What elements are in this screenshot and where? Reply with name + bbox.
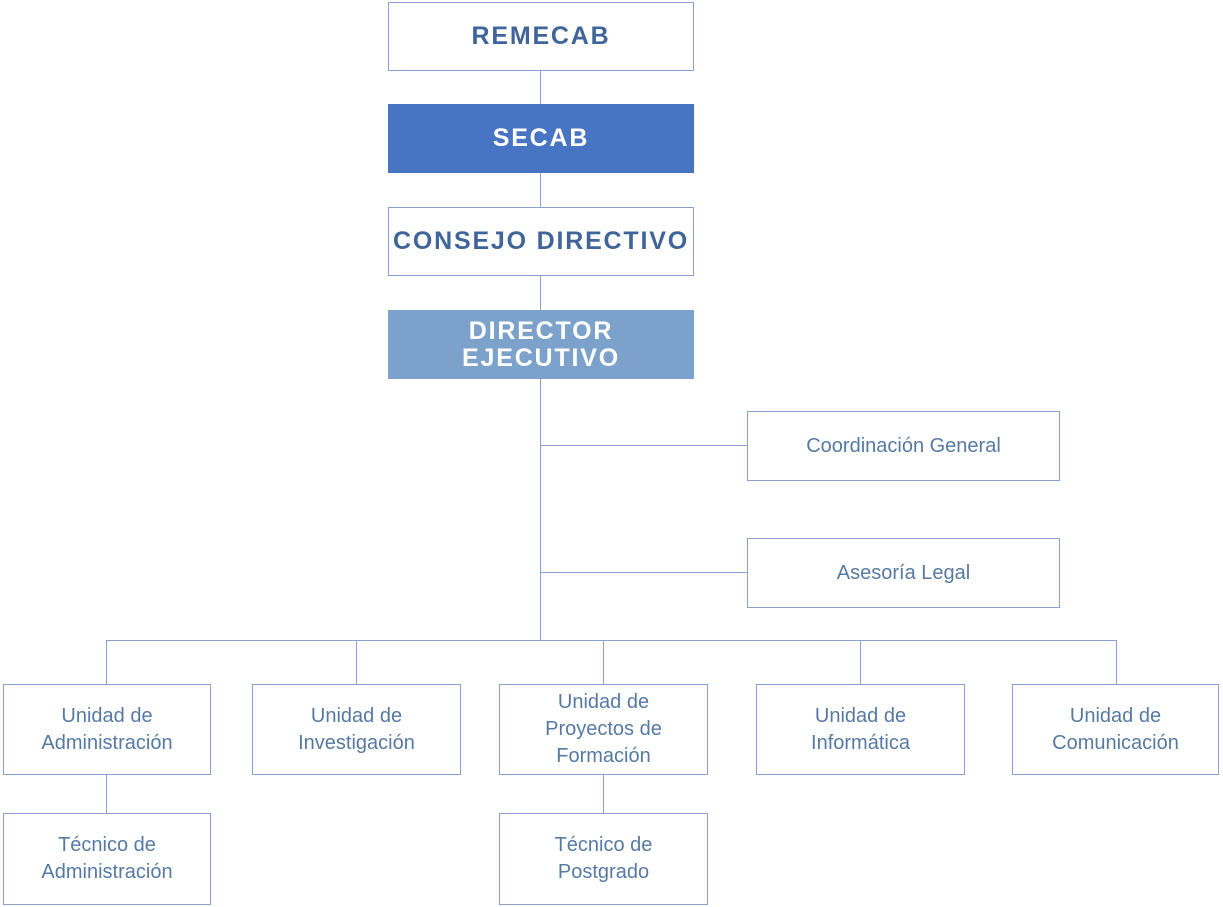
- connector-coordinacion: [540, 445, 747, 446]
- org-node-asesoria-legal: Asesoría Legal: [747, 538, 1060, 608]
- org-node-consejo-directivo: CONSEJO DIRECTIVO: [388, 207, 694, 276]
- org-node-secab: SECAB: [388, 104, 694, 173]
- connector-stub-u-admin: [106, 640, 107, 684]
- org-node-tecnico-postgrado: Técnico de Postgrado: [499, 813, 708, 905]
- org-node-unidad-proyectos-formacion: Unidad de Proyectos de Formación: [499, 684, 708, 775]
- connector-stub-u-comun: [1116, 640, 1117, 684]
- org-node-director-ejecutivo: DIRECTOR EJECUTIVO: [388, 310, 694, 379]
- connector-stub-u-inform: [860, 640, 861, 684]
- connector-asesoria: [540, 572, 747, 573]
- connector-units-rail: [106, 640, 1117, 641]
- org-node-unidad-investigacion: Unidad de Investigación: [252, 684, 461, 775]
- org-node-unidad-comunicacion: Unidad de Comunicación: [1012, 684, 1219, 775]
- connector-u-proyectos-t-postgrado: [603, 775, 604, 813]
- org-node-unidad-informatica: Unidad de Informática: [756, 684, 965, 775]
- org-node-remecab: REMECAB: [388, 2, 694, 71]
- org-node-tecnico-administracion: Técnico de Administración: [3, 813, 211, 905]
- connector-director-trunk: [540, 379, 541, 641]
- connector-consejo-director: [540, 276, 541, 310]
- connector-stub-u-proyectos: [603, 640, 604, 684]
- org-node-unidad-administracion: Unidad de Administración: [3, 684, 211, 775]
- connector-secab-consejo: [540, 173, 541, 207]
- connector-remecab-secab: [540, 71, 541, 104]
- connector-u-admin-t-admin: [106, 775, 107, 813]
- org-node-coordinacion-general: Coordinación General: [747, 411, 1060, 481]
- connector-stub-u-invest: [356, 640, 357, 684]
